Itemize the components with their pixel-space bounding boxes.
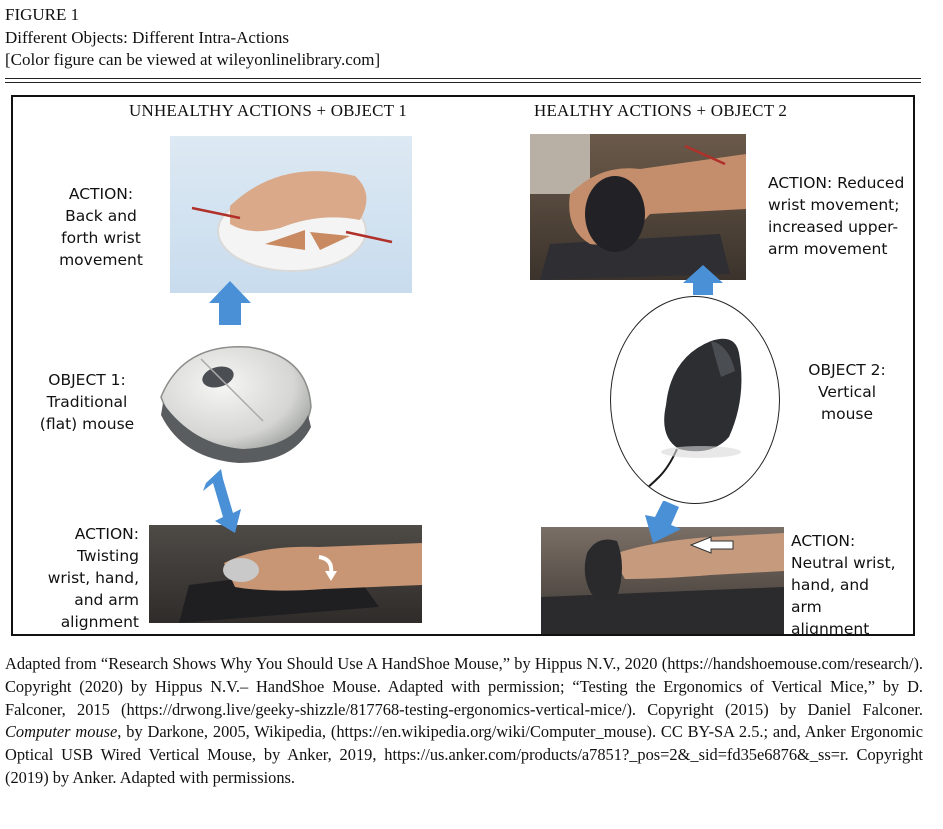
label-action-neutral: ACTION: Neutral wrist, hand, and arm ali… [791,530,913,636]
left-heading: UNHEALTHY ACTIONS + OBJECT 1 [129,101,408,120]
label-line: Vertical [817,383,877,401]
figure-note: [Color figure can be viewed at wileyonli… [5,50,381,69]
photo-traditional-mouse [143,325,323,467]
label-line: and arm [74,591,139,609]
label-line: ACTION: [791,532,856,550]
label-line: Neutral wrist, [791,554,896,572]
label-line: ACTION: [74,525,139,543]
label-line: arm [791,598,822,616]
photo-vertical-mouse [610,296,780,504]
flow-arrows [203,265,723,543]
figure-caption: Adapted from “Research Shows Why You Sho… [5,653,923,790]
caption-text-continued: , by Darkone, 2005, Wikipedia, (https://… [5,722,923,787]
label-action-twisting: ACTION: Twisting wrist, hand, and arm al… [35,523,139,633]
label-line: Traditional [46,393,128,411]
label-line: wrist movement; [768,196,900,214]
label-line: forth wrist [61,229,141,247]
label-line: increased upper- [768,218,899,236]
label-line: mouse [820,405,874,423]
photo-hand-vertical-mouse [530,134,746,280]
top-rule [5,78,921,79]
label-action-back-forth: ACTION: Back and forth wrist movement [46,183,156,271]
photo-neutral-wrist [541,527,784,634]
label-object1: OBJECT 1: Traditional (flat) mouse [31,369,143,435]
figure-label: FIGURE 1 [5,5,80,24]
label-line: OBJECT 1: [48,371,126,389]
top-rule-double [5,82,921,83]
label-line: hand, and [791,576,869,594]
figure-title: Different Objects: Different Intra-Actio… [5,28,290,47]
label-line: arm movement [768,240,888,258]
label-line: alignment [791,620,870,636]
label-line: OBJECT 2: [808,361,886,379]
label-line: Back and [65,207,137,225]
label-line: movement [59,251,143,269]
right-heading: HEALTHY ACTIONS + OBJECT 2 [534,101,788,120]
caption-italic-title: Computer mouse [5,722,118,742]
photo-twisting-wrist [149,525,422,623]
label-object2: OBJECT 2: Vertical mouse [799,359,895,425]
label-line: wrist, hand, [47,569,139,587]
label-line: Twisting [76,547,139,565]
label-action-reduced: ACTION: Reduced wrist movement; increase… [768,172,913,260]
photo-hand-flat-mouse [170,136,412,293]
label-line: (flat) mouse [39,415,135,433]
caption-text: Adapted from “Research Shows Why You Sho… [5,654,923,719]
figure-panel: UNHEALTHY ACTIONS + OBJECT 1 HEALTHY ACT… [11,95,915,636]
label-line: alignment [60,613,139,631]
label-line: ACTION: [68,185,134,203]
label-line: ACTION: Reduced [768,174,905,192]
